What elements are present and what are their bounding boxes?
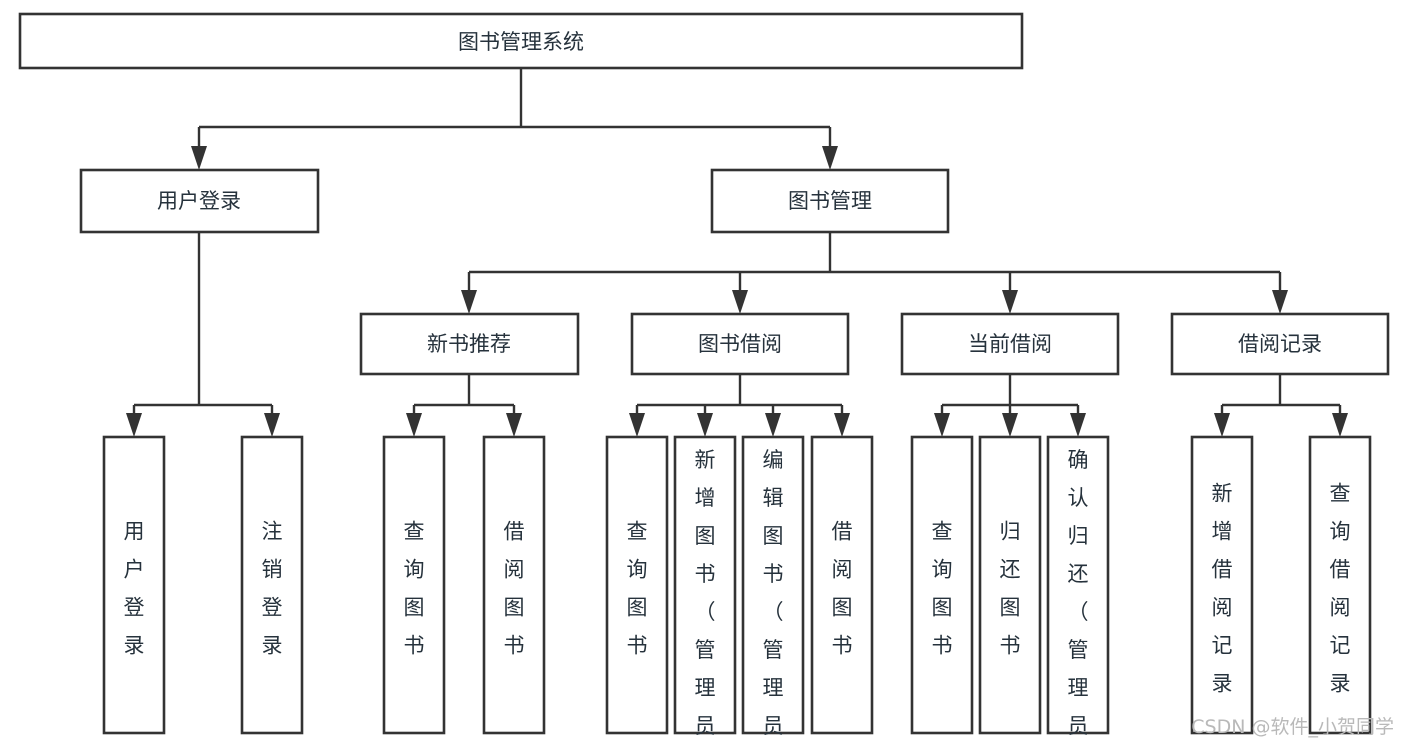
node-leaf-confirm-return[interactable]: 确认归还（管理员） bbox=[1046, 435, 1110, 747]
node-leaf-edit-book[interactable]: 编辑图书（管理员） bbox=[741, 435, 805, 747]
arrow-head-leaf-confirm-return bbox=[1070, 413, 1086, 437]
node-leaf-user-logout-label: 注销登录 bbox=[262, 520, 283, 658]
arrow-head-leaf-query-record bbox=[1332, 413, 1348, 437]
node-leaf-query-book-1-label: 查询图书 bbox=[404, 520, 425, 658]
arrow-head-leaf-return-book bbox=[1002, 413, 1018, 437]
node-borrow-record[interactable]: 借阅记录 bbox=[1170, 312, 1390, 376]
node-leaf-borrow-book-2-label: 借阅图书 bbox=[832, 520, 853, 658]
node-leaf-add-record[interactable]: 新增借阅记录 bbox=[1190, 435, 1254, 735]
node-user-login-label: 用户登录 bbox=[157, 189, 241, 213]
node-leaf-borrow-book-1-box[interactable] bbox=[482, 435, 546, 735]
node-leaf-user-login-label: 用户登录 bbox=[124, 520, 145, 658]
arrow-head-book-manage bbox=[822, 146, 838, 170]
node-current-borrow[interactable]: 当前借阅 bbox=[900, 312, 1120, 376]
node-user-login-box[interactable] bbox=[79, 168, 320, 234]
arrow-head-leaf-query-book-1 bbox=[406, 413, 422, 437]
node-user-login[interactable]: 用户登录 bbox=[79, 168, 320, 234]
node-leaf-add-record-label: 新增借阅记录 bbox=[1212, 482, 1233, 696]
node-leaf-confirm-return-box[interactable] bbox=[1046, 435, 1110, 735]
node-root[interactable]: 图书管理系统 bbox=[18, 12, 1024, 70]
arrow-head-user-login bbox=[191, 146, 207, 170]
node-book-borrow-label: 图书借阅 bbox=[698, 332, 782, 356]
node-leaf-add-book-box[interactable] bbox=[673, 435, 737, 735]
node-leaf-borrow-book-1[interactable]: 借阅图书 bbox=[482, 435, 546, 735]
node-current-borrow-box[interactable] bbox=[900, 312, 1120, 376]
connector-group bbox=[126, 68, 1348, 437]
node-leaf-borrow-book-1-label: 借阅图书 bbox=[504, 520, 525, 658]
node-leaf-add-book-label: 新增图书（管理员） bbox=[695, 448, 716, 747]
arrow-head-leaf-query-book-2 bbox=[629, 413, 645, 437]
arrow-head-leaf-edit-book bbox=[765, 413, 781, 437]
node-leaf-query-book-3-box[interactable] bbox=[910, 435, 974, 735]
node-leaf-add-record-box[interactable] bbox=[1190, 435, 1254, 735]
node-leaf-query-record-box[interactable] bbox=[1308, 435, 1372, 735]
node-leaf-return-book[interactable]: 归还图书 bbox=[978, 435, 1042, 735]
node-leaf-query-book-3[interactable]: 查询图书 bbox=[910, 435, 974, 735]
arrow-head-current-borrow bbox=[1002, 290, 1018, 314]
node-leaf-confirm-return-label: 确认归还（管理员） bbox=[1068, 448, 1089, 747]
node-new-book-recommend[interactable]: 新书推荐 bbox=[359, 312, 580, 376]
node-leaf-query-record-label: 查询借阅记录 bbox=[1330, 482, 1351, 696]
node-leaf-query-book-2[interactable]: 查询图书 bbox=[605, 435, 669, 735]
node-leaf-query-book-1[interactable]: 查询图书 bbox=[382, 435, 446, 735]
node-leaf-user-login-box[interactable] bbox=[102, 435, 166, 735]
node-leaf-query-book-2-box[interactable] bbox=[605, 435, 669, 735]
node-current-borrow-label: 当前借阅 bbox=[968, 332, 1052, 356]
arrow-head-book-borrow bbox=[732, 290, 748, 314]
node-leaf-query-book-3-label: 查询图书 bbox=[932, 520, 953, 658]
node-borrow-record-box[interactable] bbox=[1170, 312, 1390, 376]
node-book-borrow[interactable]: 图书借阅 bbox=[630, 312, 850, 376]
node-borrow-record-label: 借阅记录 bbox=[1238, 332, 1322, 356]
node-leaf-query-book-2-label: 查询图书 bbox=[627, 520, 648, 658]
node-leaf-user-logout-box[interactable] bbox=[240, 435, 304, 735]
node-leaf-query-record[interactable]: 查询借阅记录 bbox=[1308, 435, 1372, 735]
node-book-borrow-box[interactable] bbox=[630, 312, 850, 376]
arrow-head-leaf-add-book bbox=[697, 413, 713, 437]
node-book-manage-box[interactable] bbox=[710, 168, 950, 234]
arrow-head-leaf-query-book-3 bbox=[934, 413, 950, 437]
arrow-head-leaf-user-logout bbox=[264, 413, 280, 437]
node-new-book-recommend-box[interactable] bbox=[359, 312, 580, 376]
arrow-head-leaf-add-record bbox=[1214, 413, 1230, 437]
arrow-head-new-book-recommend bbox=[461, 290, 477, 314]
node-leaf-edit-book-box[interactable] bbox=[741, 435, 805, 735]
node-root-label: 图书管理系统 bbox=[458, 30, 584, 54]
arrow-head-leaf-user-login bbox=[126, 413, 142, 437]
node-leaf-borrow-book-2[interactable]: 借阅图书 bbox=[810, 435, 874, 735]
node-leaf-add-book[interactable]: 新增图书（管理员） bbox=[673, 435, 737, 747]
node-leaf-edit-book-label: 编辑图书（管理员） bbox=[763, 448, 784, 747]
node-book-manage-label: 图书管理 bbox=[788, 189, 872, 213]
node-leaf-query-book-1-box[interactable] bbox=[382, 435, 446, 735]
node-leaf-user-login[interactable]: 用户登录 bbox=[102, 435, 166, 735]
node-root-box[interactable] bbox=[18, 12, 1024, 70]
node-book-manage[interactable]: 图书管理 bbox=[710, 168, 950, 234]
node-leaf-return-book-label: 归还图书 bbox=[1000, 520, 1021, 658]
watermark-label: CSDN @软件_小贺同学 bbox=[1191, 716, 1394, 738]
node-leaf-user-logout[interactable]: 注销登录 bbox=[240, 435, 304, 735]
node-leaf-return-book-box[interactable] bbox=[978, 435, 1042, 735]
node-leaf-borrow-book-2-box[interactable] bbox=[810, 435, 874, 735]
arrow-head-leaf-borrow-book-1 bbox=[506, 413, 522, 437]
arrow-head-borrow-record bbox=[1272, 290, 1288, 314]
arrow-head-leaf-borrow-book-2 bbox=[834, 413, 850, 437]
node-new-book-recommend-label: 新书推荐 bbox=[427, 332, 511, 356]
